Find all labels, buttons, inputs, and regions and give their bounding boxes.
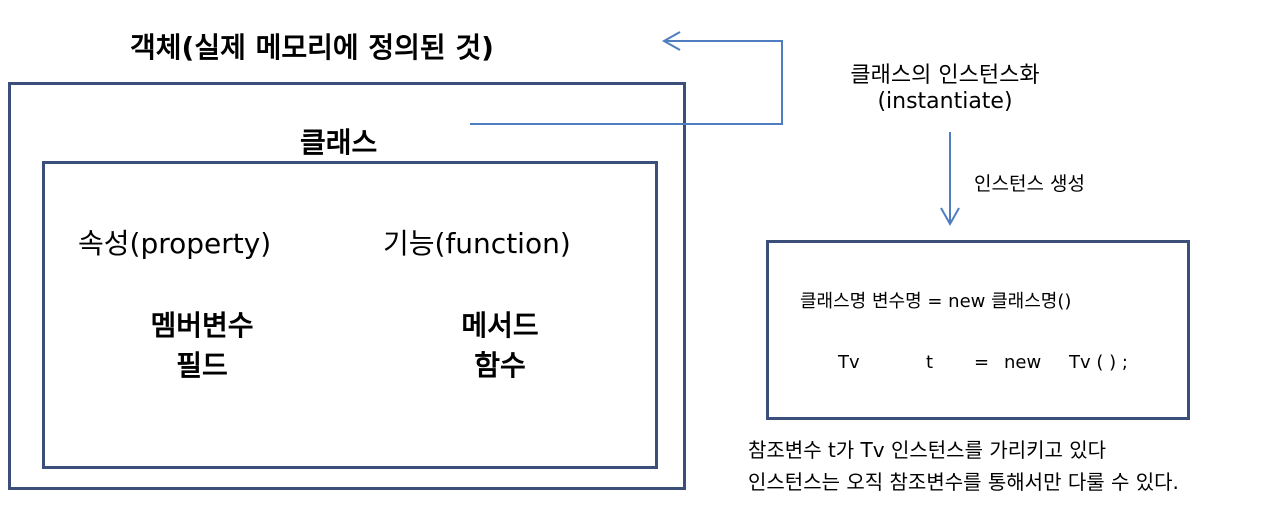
example-equals: = xyxy=(974,352,990,373)
property-label: 속성(property) xyxy=(78,227,272,260)
function-alias-label: 함수 xyxy=(474,349,526,382)
instance-creation-arrowhead xyxy=(940,207,960,227)
access-note: 인스턴스는 오직 참조변수를 통해서만 다룰 수 있다. xyxy=(748,470,1179,494)
code-box xyxy=(766,240,1190,420)
example-type: Tv xyxy=(838,352,860,373)
class-inner-box xyxy=(42,161,658,469)
function-label: 기능(function) xyxy=(383,227,571,260)
instantiate-english-label: (instantiate) xyxy=(877,89,1013,114)
instantiation-label: 클래스의 인스턴스화 xyxy=(850,63,1040,88)
member-variable-label: 멤버변수 xyxy=(150,309,254,342)
class-to-object-arrowhead xyxy=(661,31,681,51)
method-label: 메서드 xyxy=(461,309,539,342)
example-new: new xyxy=(1004,352,1042,373)
object-title: 객체(실제 메모리에 정의된 것) xyxy=(130,31,494,64)
reference-note: 참조변수 t가 Tv 인스턴스를 가리키고 있다 xyxy=(748,438,1107,462)
class-to-object-arrow xyxy=(470,40,783,125)
example-variable: t xyxy=(926,352,934,373)
field-label: 필드 xyxy=(176,349,228,382)
class-title: 클래스 xyxy=(300,126,378,159)
instance-creation-label: 인스턴스 생성 xyxy=(974,173,1085,195)
class-outer-box xyxy=(8,82,686,490)
syntax-text: 클래스명 변수명 = new 클래스명() xyxy=(800,291,1072,312)
example-constructor: Tv ( ) ; xyxy=(1069,352,1128,373)
